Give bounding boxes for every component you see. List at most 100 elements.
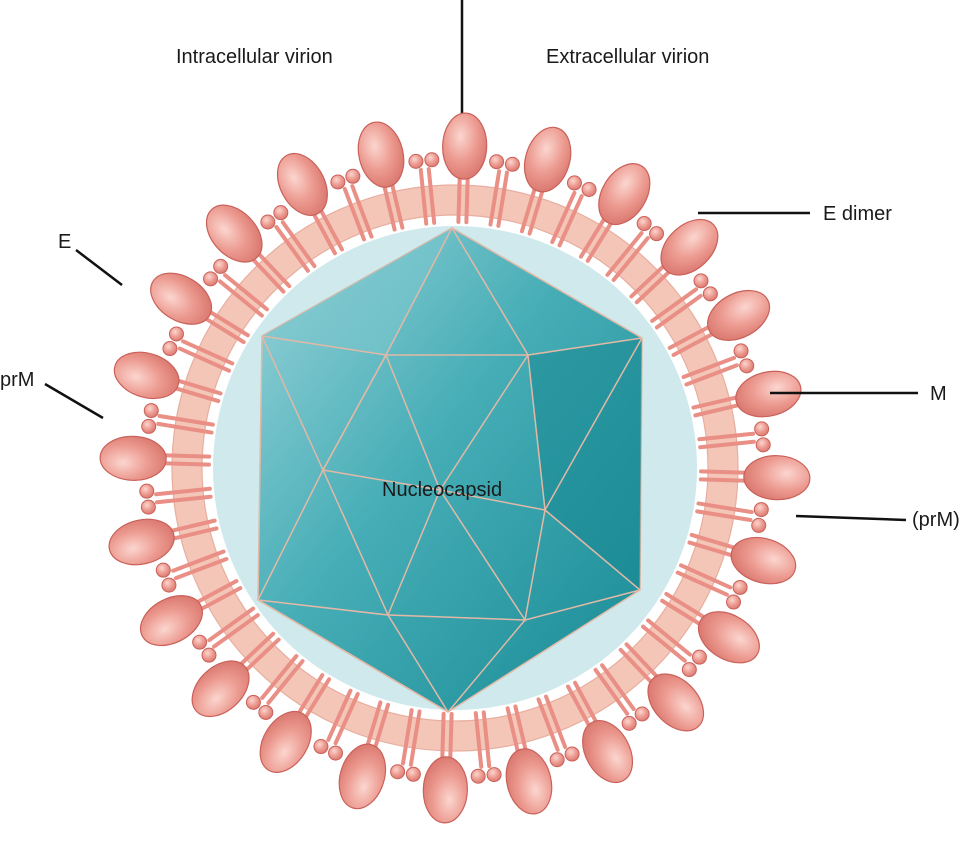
e-protein-head [139, 595, 203, 647]
protein-stalk [211, 613, 260, 649]
prm-protein-knob [245, 694, 261, 710]
protein-stalk [696, 501, 754, 515]
protein-stalk [218, 279, 264, 318]
e-protein-head [523, 126, 572, 193]
prm-protein-knob [681, 662, 697, 678]
e-protein-head [205, 204, 263, 263]
prm-protein-knob [273, 205, 289, 221]
prm-protein-knob [566, 175, 582, 191]
prm-protein-knob [693, 273, 709, 289]
prm-protein-knob [581, 181, 597, 197]
protein-stalk [536, 697, 560, 752]
prm-protein-knob [424, 152, 440, 168]
membrane-inner-edge [201, 214, 709, 722]
label-e-dimer: E dimer [823, 203, 892, 225]
protein-stalk [154, 494, 213, 505]
protein-stalk [698, 439, 756, 450]
protein-stalk [408, 709, 422, 767]
protein-stalk [611, 236, 650, 282]
label-nucleocapsid: Nucleocapsid [382, 479, 503, 501]
prm-protein-knob [213, 258, 229, 274]
prm-protein-knob [330, 174, 346, 190]
e-protein-head [99, 435, 167, 481]
nucleocapsid [257, 226, 643, 713]
prm-protein-knob [162, 341, 178, 357]
prm-protein-knob [345, 168, 361, 184]
prm-protein-knob [258, 704, 274, 720]
protein-stalk [342, 186, 366, 242]
prm-protein-knob [621, 715, 637, 731]
e-protein-head [150, 272, 213, 325]
prm-protein-knob [755, 437, 771, 453]
prm-protein-knob [313, 739, 329, 755]
e-protein-head [108, 518, 175, 566]
prm-protein-knob [161, 577, 177, 593]
prm-protein-knob [486, 767, 502, 783]
protein-stalk [697, 431, 756, 442]
prm-protein-knob [564, 746, 580, 762]
prm-protein-knob [754, 421, 770, 437]
prm-protein-knob [203, 271, 219, 287]
e-protein-head [735, 370, 802, 418]
protein-stalk [557, 194, 584, 248]
protein-stalk [157, 413, 215, 427]
prm-protein-knob [649, 226, 665, 242]
prm-protein-knob [549, 752, 565, 768]
e-protein-head [730, 536, 797, 585]
e-protein-head [113, 351, 180, 400]
membrane-bilayer [172, 185, 738, 751]
protein-stalk [418, 167, 429, 226]
protein-stalk [181, 339, 235, 366]
protein-stalk [641, 624, 687, 663]
protein-stalk [274, 224, 310, 273]
protein-stalk [650, 287, 699, 323]
prm-protein-knob [702, 286, 718, 302]
prm-protein-knob [751, 517, 767, 533]
protein-stalk [593, 667, 630, 716]
e-protein-head [707, 289, 771, 341]
protein-stalk [481, 710, 492, 769]
label-m: M [930, 383, 947, 405]
label-prm: prM [0, 369, 35, 391]
label-prm-paren: (prM) [912, 509, 960, 531]
prm-protein-knob [192, 634, 208, 650]
e-protein-head [442, 112, 488, 180]
protein-stalk [280, 220, 317, 269]
protein-stalk [654, 293, 703, 330]
protein-stalk [550, 190, 577, 245]
prm-protein-knob [732, 579, 748, 595]
protein-stalk [177, 346, 232, 373]
prm-protein-knob [201, 647, 217, 663]
prm-protein-knob [168, 326, 184, 342]
prm-protein-knob [739, 358, 755, 374]
prm-protein-knob [143, 403, 159, 419]
prm-protein-knob [470, 768, 486, 784]
protein-stalk [154, 486, 212, 497]
e-protein-head [276, 152, 328, 216]
leader-e [75, 249, 123, 286]
leader-prm [44, 382, 104, 420]
label-intracellular-virion: Intracellular virion [176, 46, 333, 68]
prm-protein-knob [141, 418, 157, 434]
protein-stalk [266, 659, 305, 705]
protein-stalk [223, 273, 269, 312]
protein-stalk [156, 421, 214, 435]
prm-protein-knob [726, 594, 742, 610]
prm-protein-knob [155, 562, 171, 578]
surface-proteins [99, 112, 811, 824]
prm-protein-knob [489, 154, 505, 170]
e-protein-head [582, 720, 634, 784]
label-e: E [58, 231, 72, 253]
protein-stalk [260, 654, 299, 700]
protein-stalk [678, 563, 733, 590]
protein-stalk [684, 363, 739, 387]
prm-protein-knob [753, 502, 769, 518]
e-protein-head [743, 455, 811, 501]
nucleocapsid-edges [257, 226, 643, 713]
e-protein-head [191, 660, 250, 718]
prm-protein-knob [634, 706, 650, 722]
prm-protein-knob [636, 216, 652, 232]
protein-stalk [207, 606, 256, 643]
protein-stalk [605, 231, 644, 277]
protein-stalk [695, 509, 753, 523]
